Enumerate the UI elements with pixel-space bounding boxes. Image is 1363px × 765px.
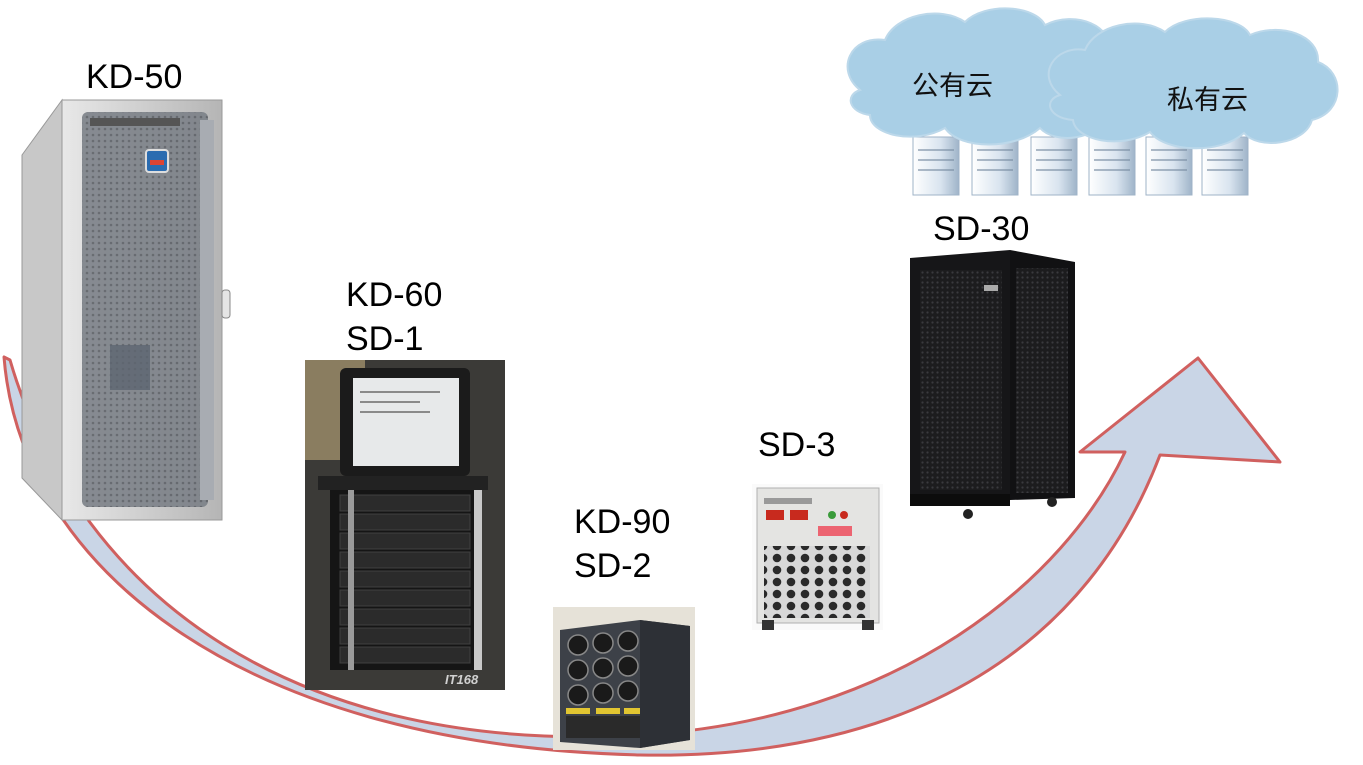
server-icon [912, 136, 960, 196]
label-kd90: KD-90 [574, 503, 671, 541]
sd3-unit-image [752, 484, 883, 630]
label-kd60: KD-60 [346, 276, 443, 314]
label-sd3: SD-3 [758, 426, 836, 464]
public-cloud-label: 公有云 [912, 71, 993, 102]
kd60-rack-image: IT168 [305, 360, 505, 690]
server-icon [971, 136, 1019, 196]
label-sd1: SD-1 [346, 320, 424, 358]
label-sd30: SD-30 [933, 210, 1030, 248]
sd30-cabinet-image [910, 250, 1075, 519]
label-kd50: KD-50 [86, 58, 183, 96]
server-icon [1088, 136, 1136, 196]
private-cloud-shape [1047, 17, 1339, 150]
label-sd2: SD-2 [574, 547, 652, 585]
kd90-box-image [553, 607, 695, 750]
server-icon [1030, 136, 1078, 196]
kd50-cabinet-image [21, 98, 231, 522]
private-cloud-label: 私有云 [1167, 85, 1248, 116]
it168-watermark: IT168 [445, 672, 479, 687]
